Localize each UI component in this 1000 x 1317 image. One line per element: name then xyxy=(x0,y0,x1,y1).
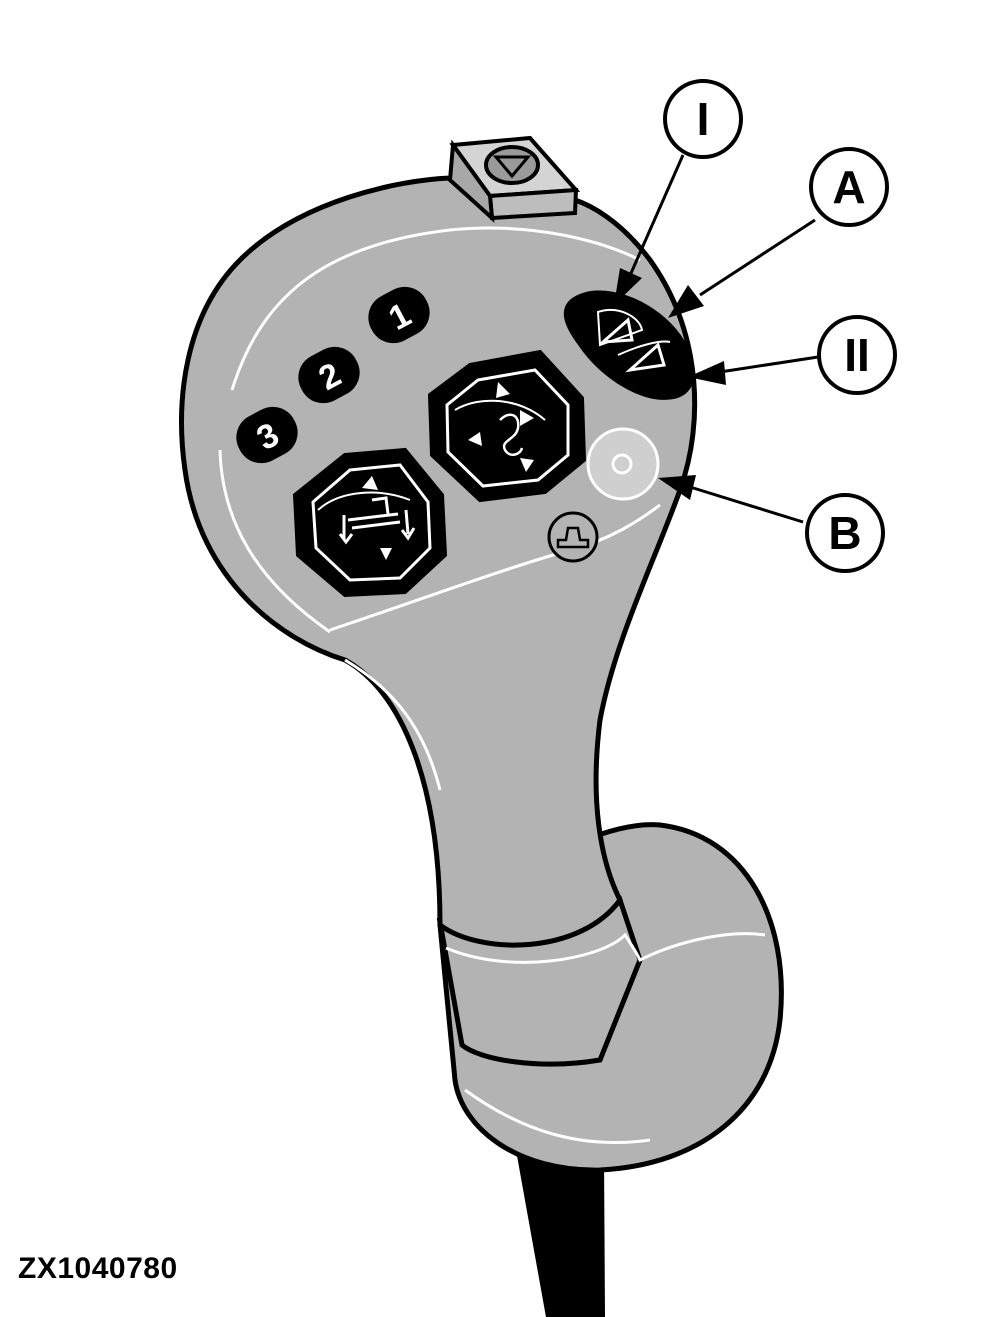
rocker-switch[interactable] xyxy=(563,290,695,400)
callout-ii: II xyxy=(817,315,897,395)
callout-i-label: I xyxy=(697,93,710,145)
callout-i-leader xyxy=(614,154,685,305)
hitch-icon xyxy=(556,526,590,549)
implement-knob-up-arrow xyxy=(362,476,378,490)
figure-id: ZX1040780 xyxy=(18,1252,178,1285)
implement-knob-symbol xyxy=(338,496,416,545)
top-switch-icon xyxy=(484,145,540,185)
button-b[interactable] xyxy=(586,427,660,501)
implement-control-knob[interactable] xyxy=(292,447,448,598)
memory-button-2[interactable]: 2 xyxy=(290,338,368,411)
hitch-knob-down-arrow xyxy=(520,458,534,472)
callout-i: I xyxy=(663,79,743,159)
implement-knob-down-arrow xyxy=(380,548,392,560)
callout-ii-leader xyxy=(688,355,819,385)
callout-b-label: B xyxy=(828,507,861,559)
callout-b: B xyxy=(805,493,885,573)
memory-button-3[interactable]: 3 xyxy=(228,398,306,471)
callout-a: A xyxy=(809,147,889,227)
highlight-line-base xyxy=(464,1088,651,1144)
highlight-line-top xyxy=(230,226,641,391)
hitch-knob-left-arrow xyxy=(468,432,482,446)
highlight-line-neck xyxy=(344,658,442,791)
callout-a-leader xyxy=(668,218,816,318)
callout-ii-label: II xyxy=(844,329,870,381)
highlight-line-collar xyxy=(445,932,766,964)
hitch-position-knob[interactable] xyxy=(427,349,587,503)
rocker-bottom-icon xyxy=(625,342,666,373)
callout-b-leader xyxy=(658,475,804,524)
hitch-icon-button[interactable] xyxy=(547,511,599,563)
cable xyxy=(515,1147,606,1317)
rocker-top-icon xyxy=(598,317,634,344)
top-switch-block-side xyxy=(447,139,495,223)
top-switch-block-front xyxy=(487,187,579,221)
hitch-knob-right-arrow xyxy=(520,410,534,426)
highlight-line-left xyxy=(218,449,331,634)
highlight-line-diagonal xyxy=(329,503,661,632)
memory-button-1[interactable]: 1 xyxy=(360,278,438,351)
hitch-knob-up-arrow xyxy=(496,382,510,398)
callout-a-label: A xyxy=(832,161,865,213)
